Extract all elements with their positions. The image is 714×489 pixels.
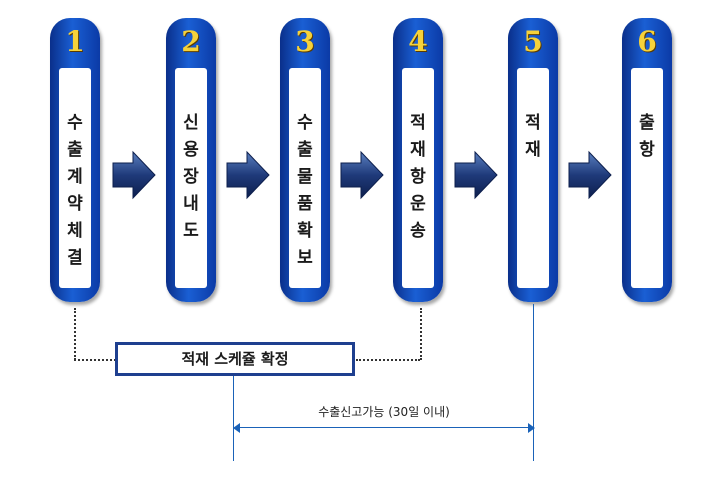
connector-right-vertical	[420, 308, 422, 360]
range-label: 수출신고가능 (30일 이내)	[318, 405, 450, 419]
step-4: 4 적 재 항 운 송	[393, 18, 443, 302]
arrow-left-icon	[233, 423, 240, 433]
step-1: 1 수 출 계 약 체 결	[50, 18, 100, 302]
step-5: 5 적 재	[508, 18, 558, 302]
step-4-label: 적 재 항 운 송	[410, 113, 426, 241]
schedule-confirm-box: 적재 스케쥴 확정	[115, 342, 355, 376]
step-5-label: 적 재	[525, 113, 541, 160]
step-4-body: 적 재 항 운 송	[402, 68, 434, 288]
arrow-right-icon	[528, 423, 535, 433]
step-4-number: 4	[408, 25, 428, 58]
range-end-line	[533, 304, 534, 461]
chevron-right-arrow-icon	[340, 150, 384, 200]
step-2-label: 신 용 장 내 도	[183, 113, 199, 241]
step-5-body: 적 재	[517, 68, 549, 288]
range-start-line	[233, 376, 234, 461]
step-2: 2 신 용 장 내 도	[166, 18, 216, 302]
chevron-right-arrow-icon	[568, 150, 612, 200]
chevron-right-arrow-icon	[454, 150, 498, 200]
step-2-body: 신 용 장 내 도	[175, 68, 207, 288]
range-arrow-line	[238, 427, 530, 428]
connector-right-horizontal	[356, 359, 420, 361]
step-3-number: 3	[295, 25, 315, 58]
step-2-number: 2	[181, 25, 201, 58]
step-1-number: 1	[65, 25, 85, 58]
step-1-body: 수 출 계 약 체 결	[59, 68, 91, 288]
chevron-right-arrow-icon	[226, 150, 270, 200]
step-6-body: 출 항	[631, 68, 663, 288]
step-6: 6 출 항	[622, 18, 672, 302]
step-5-number: 5	[523, 25, 543, 58]
connector-left-horizontal	[74, 359, 116, 361]
step-1-label: 수 출 계 약 체 결	[67, 113, 83, 268]
step-3: 3 수 출 물 품 확 보	[280, 18, 330, 302]
step-6-label: 출 항	[639, 113, 655, 160]
step-3-body: 수 출 물 품 확 보	[289, 68, 321, 288]
step-6-number: 6	[637, 25, 657, 58]
connector-left-vertical	[74, 308, 76, 360]
chevron-right-arrow-icon	[112, 150, 156, 200]
step-3-label: 수 출 물 품 확 보	[297, 113, 313, 268]
